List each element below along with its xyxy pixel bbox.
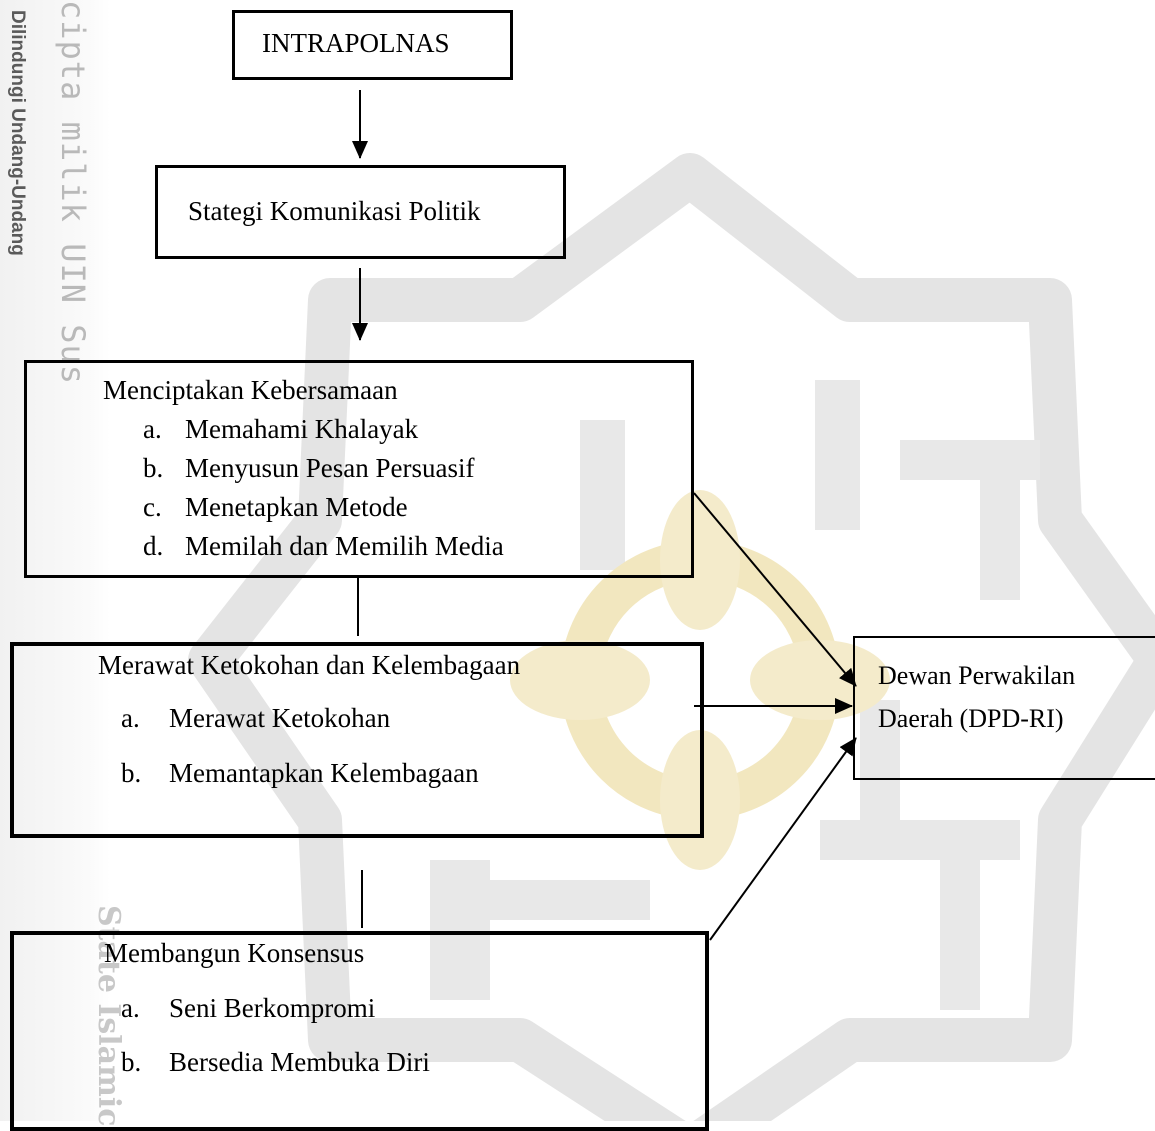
dpd-label-line2: Daerah (DPD-RI)	[878, 704, 1064, 733]
item-label: Merawat Ketokohan	[169, 703, 391, 733]
merawat-box	[10, 642, 704, 838]
item-label: Memahami Khalayak	[185, 414, 419, 444]
item-marker: c.	[143, 492, 162, 522]
dpd-box	[853, 636, 1155, 780]
merawat-title: Merawat Ketokohan dan Kelembagaan	[98, 650, 521, 680]
strategi-label: Stategi Komunikasi Politik	[188, 196, 481, 226]
strategi-box	[155, 165, 566, 259]
item-marker: a.	[143, 414, 162, 444]
dpd-label-line1: Dewan Perwakilan	[878, 661, 1076, 690]
item-marker: d.	[143, 531, 164, 561]
item-marker: b.	[121, 1047, 142, 1077]
menciptakan-item: c. Menetapkan Metode	[143, 492, 408, 523]
item-marker: b.	[121, 758, 142, 788]
merawat-item: b. Memantapkan Kelembagaan	[121, 758, 479, 789]
arrow-menciptakan-to-dpd	[693, 492, 857, 687]
item-label: Memantapkan Kelembagaan	[169, 758, 479, 788]
item-label: Menyusun Pesan Persuasif	[185, 453, 475, 483]
item-marker: a.	[121, 703, 140, 733]
item-label: Seni Berkompromi	[169, 993, 376, 1023]
menciptakan-item: b. Menyusun Pesan Persuasif	[143, 453, 474, 484]
arrow-membangun-to-dpd	[709, 737, 857, 941]
intrapolnas-box	[232, 10, 513, 80]
intrapolnas-label: INTRAPOLNAS	[262, 28, 450, 58]
calligraphy-watermark	[430, 380, 1040, 1010]
item-label: Menetapkan Metode	[185, 492, 408, 522]
membangun-item: b. Bersedia Membuka Diri	[121, 1047, 430, 1078]
star-outline-watermark	[188, 153, 1155, 1121]
menciptakan-title: Menciptakan Kebersamaan	[103, 375, 398, 405]
menciptakan-item: a. Memahami Khalayak	[143, 414, 418, 445]
merawat-item: a. Merawat Ketokohan	[121, 703, 390, 734]
menciptakan-item: d. Memilah dan Memilih Media	[143, 531, 504, 562]
item-marker: a.	[121, 993, 140, 1023]
membangun-item: a. Seni Berkompromi	[121, 993, 375, 1024]
membangun-title: Membangun Konsensus	[104, 938, 365, 968]
item-label: Memilah dan Memilih Media	[185, 531, 504, 561]
item-marker: b.	[143, 453, 164, 483]
item-label: Bersedia Membuka Diri	[169, 1047, 430, 1077]
menciptakan-box	[24, 360, 694, 578]
